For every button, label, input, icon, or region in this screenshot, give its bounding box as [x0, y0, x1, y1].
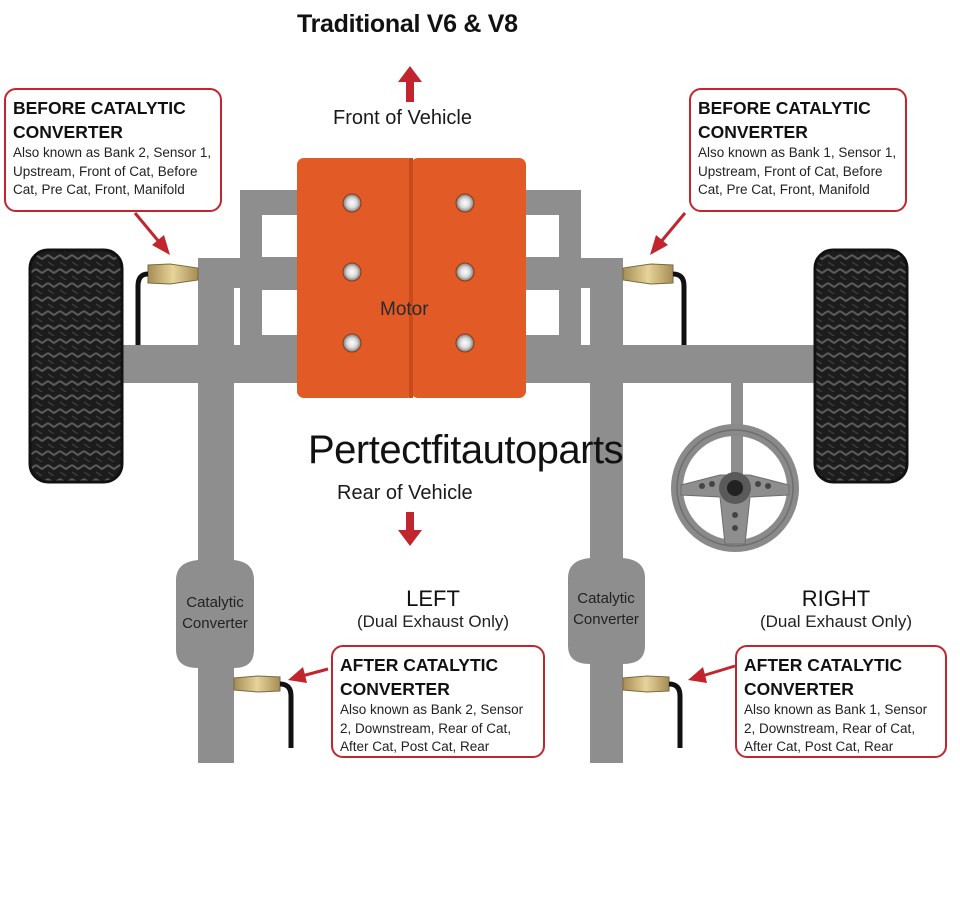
- callout-heading: CONVERTER: [340, 679, 450, 699]
- callout-body: Also known as Bank 1, Sensor 2, Downstre…: [744, 702, 928, 754]
- callout-before-cat-left: BEFORE CATALYTIC CONVERTER Also known as…: [4, 88, 222, 212]
- left-catalytic-converter: [176, 545, 254, 675]
- callout-after-cat-left: AFTER CATALYTIC CONVERTER Also known as …: [331, 645, 545, 758]
- right-catalytic-converter-label: Catalytic Converter: [573, 590, 639, 628]
- page-title: Traditional V6 & V8: [297, 10, 518, 38]
- callout-body: Also known as Bank 2, Sensor 1, Upstream…: [13, 145, 212, 197]
- upstream-sensor-right-icon: [622, 263, 687, 345]
- right-tire: [813, 248, 909, 484]
- callout-heading: CONVERTER: [698, 122, 808, 142]
- rear-of-vehicle-label: Rear of Vehicle: [337, 482, 473, 504]
- front-of-vehicle-label: Front of Vehicle: [333, 107, 472, 129]
- callout-body: Also known as Bank 2, Sensor 2, Downstre…: [340, 702, 524, 754]
- left-side-title: LEFT: [406, 586, 460, 611]
- callout-heading: BEFORE CATALYTIC: [698, 98, 871, 118]
- left-side-subtitle: (Dual Exhaust Only): [356, 612, 510, 631]
- right-catalytic-converter: [568, 545, 645, 672]
- callout-before-cat-right: BEFORE CATALYTIC CONVERTER Also known as…: [689, 88, 907, 212]
- pointer-arrow-before-right: [650, 212, 687, 255]
- pointer-arrow-after-left: [288, 667, 329, 683]
- callout-heading: CONVERTER: [744, 679, 854, 699]
- rear-arrow-icon: [398, 512, 422, 546]
- steering-column: [731, 360, 743, 475]
- callout-heading: CONVERTER: [13, 122, 123, 142]
- callout-heading: BEFORE CATALYTIC: [13, 98, 186, 118]
- right-side-subtitle: (Dual Exhaust Only): [759, 612, 913, 631]
- front-arrow-icon: [398, 66, 422, 102]
- callout-heading: AFTER CATALYTIC: [744, 655, 903, 675]
- spark-plug-bolts: [342, 193, 475, 353]
- watermark-text: Pertectfitautoparts: [308, 428, 624, 472]
- left-tire: [28, 248, 124, 484]
- callout-heading: AFTER CATALYTIC: [340, 655, 499, 675]
- upstream-sensor-left-icon: [135, 263, 199, 345]
- steering-wheel-icon: [671, 424, 799, 552]
- callout-after-cat-right: AFTER CATALYTIC CONVERTER Also known as …: [735, 645, 947, 758]
- motor-label: Motor: [380, 299, 429, 320]
- motor-block: [297, 158, 526, 398]
- pointer-arrow-after-right: [688, 664, 736, 683]
- pointer-arrow-before-left: [133, 212, 170, 255]
- left-catalytic-converter-label: Catalytic Converter: [182, 594, 248, 632]
- right-side-title: RIGHT: [801, 586, 871, 611]
- callout-body: Also known as Bank 1, Sensor 1, Upstream…: [698, 145, 897, 197]
- downstream-sensor-left-icon: [233, 675, 294, 748]
- downstream-sensor-right-icon: [622, 675, 683, 748]
